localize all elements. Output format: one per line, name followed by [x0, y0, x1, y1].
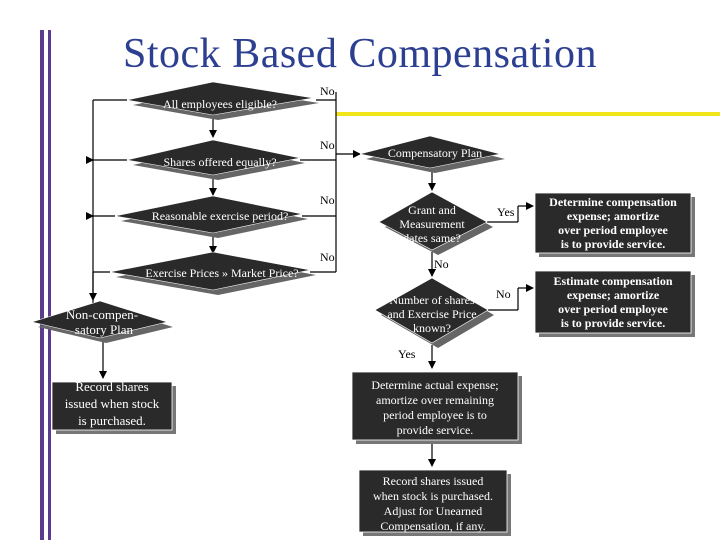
label-estimate-comp-3: over period employee — [558, 302, 668, 316]
edge-no-number: No — [496, 287, 511, 301]
label-non-comp-1: Non-compen- — [66, 307, 138, 322]
label-non-comp-2: satory Plan — [75, 322, 134, 337]
diamond-compensatory-plan — [359, 135, 505, 173]
edge-no-grant: No — [434, 257, 449, 271]
label-reasonable-period: Reasonable exercise period? — [152, 209, 289, 223]
sidebar-line-outer — [40, 30, 44, 540]
box-record-shares-left — [51, 381, 176, 434]
label-compensatory-plan: Compensatory Plan — [388, 146, 482, 160]
label-estimate-comp-1: Estimate compensation — [554, 274, 673, 288]
label-number-2: and Exercise Price — [387, 307, 476, 321]
label-record-bottom-2: when stock is purchased. — [373, 489, 493, 503]
edge-yes-grant: Yes — [497, 205, 515, 219]
diamond-shares-equally — [126, 139, 305, 180]
diamond-all-employees — [126, 81, 319, 120]
box-determine-comp — [534, 192, 695, 257]
label-actual-3: period employee is to — [383, 408, 487, 422]
edge-no-4: No — [320, 250, 335, 264]
shapes — [30, 81, 695, 536]
label-actual-1: Determine actual expense; — [371, 378, 498, 392]
label-record-bottom-3: Adjust for Unearned — [384, 504, 483, 518]
diamond-reasonable-period — [114, 195, 308, 238]
label-record-bottom-1: Record shares issued — [383, 474, 484, 488]
label-grant-1: Grant and — [408, 203, 456, 217]
edge-no-3: No — [320, 193, 335, 207]
diamond-grant-measurement — [378, 191, 493, 255]
node-labels: All employees eligible? Shares offered e… — [65, 97, 677, 533]
label-determine-comp-4: is to provide service. — [561, 237, 665, 251]
slide-title: Stock Based Compensation — [123, 31, 597, 77]
diamond-exercise-prices — [109, 251, 316, 295]
label-determine-comp-1: Determine compensation — [549, 195, 677, 209]
box-determine-actual — [351, 371, 522, 444]
edge-no-2: No — [320, 138, 335, 152]
label-grant-2: Measurement — [399, 217, 465, 231]
edge-labels: No No No No No Yes No Yes — [320, 84, 515, 361]
label-record-left-2: issued when stock — [65, 396, 160, 411]
label-estimate-comp-2: expense; amortize — [567, 288, 660, 302]
label-actual-4: provide service. — [397, 423, 474, 437]
sidebar-line-inner — [48, 30, 51, 540]
label-determine-comp-3: over period employee — [558, 223, 668, 237]
label-record-bottom-4: Compensation, if any. — [380, 519, 485, 533]
box-estimate-comp — [534, 270, 695, 337]
label-record-left-3: is purchased. — [78, 413, 146, 428]
label-number-1: Number of shares — [389, 293, 475, 307]
edge-yes-number: Yes — [398, 347, 416, 361]
diamond-non-compensatory — [30, 300, 173, 343]
label-record-left-1: Record shares — [75, 379, 148, 394]
label-number-3: known? — [413, 321, 451, 335]
label-determine-comp-2: expense; amortize — [567, 209, 660, 223]
label-all-employees: All employees eligible? — [163, 97, 277, 111]
diamond-number-of-shares — [374, 277, 494, 348]
label-shares-equally: Shares offered equally? — [163, 155, 276, 169]
label-exercise-prices: Exercise Prices » Market Price? — [145, 266, 298, 280]
yellow-rule — [336, 112, 720, 116]
edge-no-1: No — [320, 84, 335, 98]
label-grant-3: dates same? — [403, 231, 461, 245]
box-record-shares-bottom — [358, 469, 511, 536]
label-actual-2: amortize over remaining — [376, 393, 494, 407]
label-estimate-comp-4: is to provide service. — [561, 316, 665, 330]
